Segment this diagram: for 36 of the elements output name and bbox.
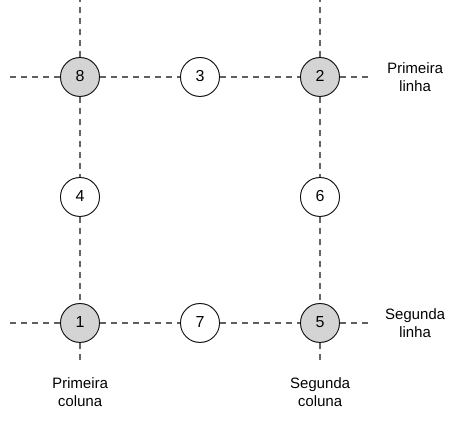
node-number: 3	[196, 68, 204, 86]
axis-label: Primeira coluna	[51, 375, 109, 411]
node-number: 8	[76, 68, 84, 86]
dashed-line	[100, 322, 180, 324]
circle-node	[60, 303, 100, 343]
node-number: 1	[76, 314, 84, 332]
node-number: 7	[196, 314, 204, 332]
dashed-line	[8, 76, 60, 78]
circle-node	[300, 57, 340, 97]
node-number: 2	[316, 68, 324, 86]
dashed-line	[319, 0, 321, 57]
dashed-line	[100, 76, 180, 78]
circle-node	[180, 303, 220, 343]
circle-node	[60, 177, 100, 217]
dashed-line	[319, 343, 321, 362]
node-number: 6	[316, 188, 324, 206]
circle-node	[180, 57, 220, 97]
dashed-line	[79, 343, 81, 362]
dashed-line	[8, 322, 60, 324]
circle-node	[300, 303, 340, 343]
dashed-line	[220, 322, 300, 324]
axis-label: Segunda linha	[384, 306, 446, 342]
dashed-line	[79, 217, 81, 303]
dashed-line	[79, 97, 81, 177]
dashed-line	[340, 76, 368, 78]
dashed-line	[319, 97, 321, 177]
dashed-line	[340, 322, 368, 324]
dashed-line	[220, 76, 300, 78]
circle-node	[300, 177, 340, 217]
dashed-line	[319, 217, 321, 303]
node-number: 4	[76, 188, 84, 206]
axis-label: Segunda coluna	[288, 375, 352, 411]
dashed-line	[79, 0, 81, 57]
axis-label: Primeira linha	[386, 60, 444, 96]
node-number: 5	[316, 314, 324, 332]
circle-node	[60, 57, 100, 97]
